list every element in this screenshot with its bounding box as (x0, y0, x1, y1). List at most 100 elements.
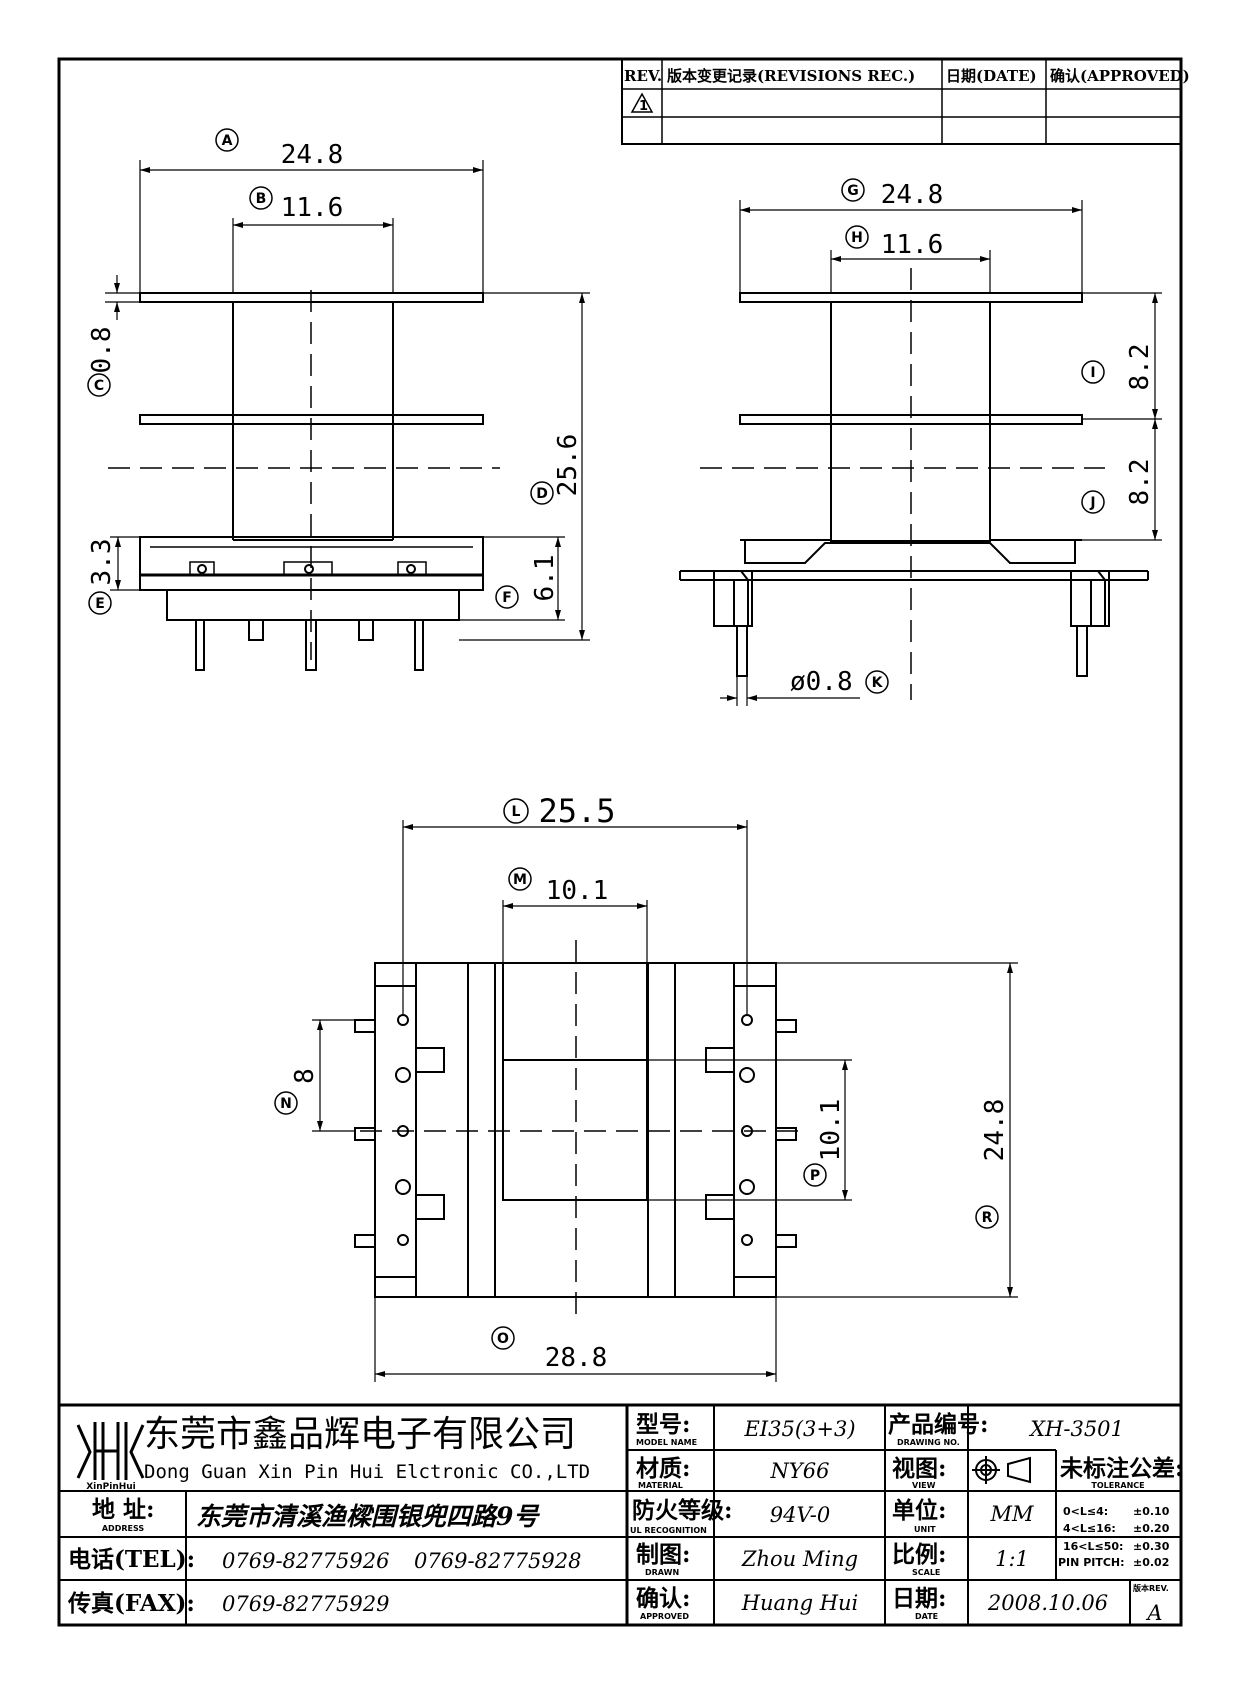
bottom-view-dimension-lines (312, 820, 1018, 1382)
svg-text:R: R (982, 1210, 993, 1226)
svg-text:C: C (94, 378, 104, 394)
company-name-cn: 东莞市鑫品辉电子有限公司 (144, 1414, 576, 1455)
svg-text:H: H (851, 230, 863, 246)
dim-value-B: 11.6 (281, 193, 344, 223)
revision-table (621, 58, 1182, 145)
dim-value-L: 25.5 (538, 792, 615, 830)
bottom-view-centerlines (360, 940, 800, 1320)
model-value: EI35(3+3) (743, 1417, 855, 1441)
ul-value: 94V-0 (770, 1503, 830, 1527)
dim-label-G: G (841, 178, 865, 202)
svg-text:E: E (95, 596, 105, 612)
tel-value-2: 0769-82775928 (414, 1549, 581, 1573)
front-view-dimension-lines (105, 160, 590, 641)
drawing-no-value: XH-3501 (1028, 1417, 1124, 1441)
dim-label-O: O (491, 1326, 515, 1350)
side-view-dimension-lines (720, 200, 1162, 706)
svg-text:M: M (513, 872, 527, 888)
view-label-en: VIEW (912, 1481, 936, 1490)
dim-label-N: N (274, 1091, 298, 1115)
tolerance-label-en: TOLERANCE (1091, 1481, 1144, 1490)
scale-label: 比例: (892, 1541, 947, 1568)
dim-label-J: J (1081, 490, 1105, 514)
svg-text:I: I (1090, 365, 1095, 381)
company-logo (76, 1422, 145, 1480)
dim-label-B: B (249, 186, 273, 210)
approved-label: 确认: (636, 1585, 691, 1612)
front-view-centerlines (108, 290, 500, 660)
address-label: 地 址: (92, 1496, 155, 1523)
projection-symbol-icon (972, 1456, 1031, 1484)
svg-text:A: A (222, 133, 233, 149)
dim-label-L: L (503, 798, 529, 824)
date-label: 日期: (892, 1585, 947, 1612)
rev-triangle-icon: 1 (630, 92, 654, 114)
dim-value-I: 8.2 (1125, 344, 1155, 391)
dim-value-N: 8 (290, 1068, 320, 1084)
date-header: 日期(DATE) (946, 67, 1037, 85)
dim-value-H: 11.6 (881, 230, 944, 260)
dim-value-P: 10.1 (816, 1099, 846, 1162)
scale-label-en: SCALE (912, 1568, 940, 1577)
dim-label-P: P (803, 1163, 827, 1187)
svg-text:G: G (847, 183, 859, 199)
unit-label: 单位: (892, 1497, 947, 1524)
dim-value-A: 24.8 (281, 140, 344, 170)
dim-label-R: R (975, 1205, 999, 1229)
fax-label: 传真(FAX): (67, 1590, 195, 1617)
svg-text:N: N (280, 1096, 292, 1112)
revisions-header: 版本变更记录(REVISIONS REC.) (667, 67, 915, 85)
svg-text:P: P (810, 1168, 820, 1184)
drawn-label: 制图: (636, 1541, 691, 1568)
tolerance-value-2: ±0.20 (1133, 1522, 1170, 1535)
svg-text:B: B (256, 191, 267, 207)
unit-value: MM (989, 1502, 1034, 1526)
date-label-en: DATE (915, 1612, 938, 1621)
dim-value-K: ø0.8 (790, 667, 853, 697)
drawing-no-label: 产品编号: (888, 1411, 989, 1438)
dim-value-O: 28.8 (545, 1343, 608, 1373)
dim-label-F: F (495, 585, 519, 609)
dim-value-R: 24.8 (980, 1099, 1010, 1162)
tolerance-value-3: ±0.30 (1133, 1540, 1170, 1553)
view-label: 视图: (892, 1455, 947, 1482)
tolerance-range-4: PIN PITCH: (1058, 1556, 1125, 1569)
tolerance-value-1: ±0.10 (1133, 1505, 1170, 1518)
material-label: 材质: (636, 1455, 691, 1482)
ul-label-en: UL RECOGNITION (630, 1526, 707, 1535)
approved-header: 确认(APPROVED) (1050, 67, 1190, 85)
date-value: 2008.10.06 (987, 1591, 1108, 1615)
svg-text:1: 1 (639, 99, 648, 114)
tolerance-range-1: 0<L≤4: (1063, 1505, 1108, 1518)
ul-label: 防火等级: (632, 1497, 733, 1524)
drawing-border (57, 57, 1183, 1627)
svg-text:D: D (536, 486, 548, 502)
svg-text:F: F (502, 590, 512, 606)
address-value: 东莞市清溪渔樑围银兜四路9号 (196, 1502, 540, 1531)
dim-value-M: 10.1 (546, 876, 609, 906)
dim-value-J: 8.2 (1125, 459, 1155, 506)
dim-label-E: E (88, 591, 112, 615)
svg-text:K: K (872, 675, 884, 691)
material-label-en: MATERIAL (638, 1481, 683, 1490)
drawing-no-label-en: DRAWING NO. (897, 1438, 960, 1447)
address-label-en: ADDRESS (102, 1524, 145, 1533)
svg-text:O: O (497, 1331, 509, 1347)
dim-value-F: 6.1 (530, 555, 560, 602)
svg-text:J: J (1089, 495, 1095, 511)
approved-label-en: APPROVED (640, 1612, 689, 1621)
side-view (679, 292, 1149, 677)
dim-label-I: I (1081, 360, 1105, 384)
dim-label-M: M (508, 867, 532, 891)
rev-header: REV. (624, 67, 662, 85)
model-label-en: MODEL NAME (636, 1438, 697, 1447)
logo-text: XinPinHui (86, 1482, 136, 1492)
title-block-grid (59, 1403, 1181, 1625)
model-label: 型号: (636, 1411, 691, 1438)
tel-label: 电话(TEL): (68, 1546, 195, 1573)
dim-value-G: 24.8 (881, 180, 944, 210)
approved-value: Huang Hui (741, 1591, 859, 1615)
dim-value-E: 3.3 (87, 539, 117, 586)
rev-label: 版本REV. (1132, 1583, 1169, 1593)
